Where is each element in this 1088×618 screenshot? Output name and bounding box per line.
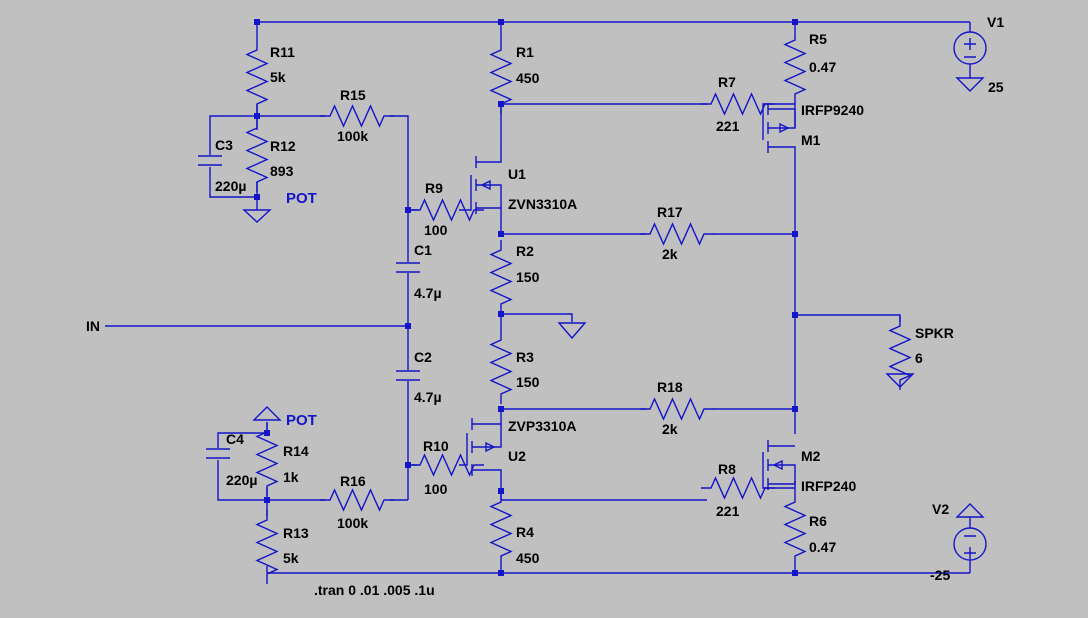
- r9-value: 100: [424, 222, 448, 238]
- c3-value: 220µ: [215, 178, 246, 194]
- resistor-r11: [246, 39, 268, 115]
- r11-value: 5k: [270, 69, 286, 85]
- capacitor-c1: [396, 262, 420, 273]
- c2-name: C2: [414, 349, 432, 365]
- m2-name: M2: [801, 448, 821, 464]
- speaker-load: [889, 315, 911, 391]
- ground-symbol: [557, 322, 587, 340]
- r16-name: R16: [340, 473, 366, 489]
- mosfet-m1: [762, 103, 796, 153]
- r14-name: R14: [283, 443, 309, 459]
- r16-value: 100k: [337, 515, 368, 531]
- resistor-r18: [639, 398, 715, 420]
- m1-value: IRFP9240: [801, 102, 864, 118]
- r13-name: R13: [283, 525, 309, 541]
- r7-name: R7: [718, 74, 736, 90]
- v1-name: V1: [987, 14, 1004, 30]
- mosfet-u1: [459, 150, 502, 222]
- r15-value: 100k: [337, 128, 368, 144]
- r1-name: R1: [516, 44, 534, 60]
- r5-value: 0.47: [809, 59, 836, 75]
- spice-directive: .tran 0 .01 .005 .1u: [314, 582, 435, 598]
- r2-name: R2: [516, 243, 534, 259]
- u1-name: U1: [508, 166, 526, 182]
- u2-name: U2: [508, 448, 526, 464]
- r5-name: R5: [809, 31, 827, 47]
- resistor-r2: [490, 239, 512, 315]
- c4-value: 220µ: [226, 472, 257, 488]
- spkr-name: SPKR: [915, 325, 954, 341]
- c1-value: 4.7µ: [414, 285, 442, 301]
- r18-value: 2k: [662, 421, 678, 437]
- capacitor-c3: [198, 155, 222, 166]
- r3-value: 150: [516, 374, 540, 390]
- c1-name: C1: [414, 242, 432, 258]
- r4-name: R4: [516, 524, 534, 540]
- r17-name: R17: [657, 204, 683, 220]
- r12-value: 893: [270, 163, 294, 179]
- r15-name: R15: [340, 87, 366, 103]
- r7-value: 221: [716, 118, 740, 134]
- r3-name: R3: [516, 349, 534, 365]
- v2-value: -25: [930, 567, 950, 583]
- resistor-r17: [639, 223, 715, 245]
- r12-name: R12: [270, 138, 296, 154]
- capacitor-c2: [396, 370, 420, 381]
- r9-name: R9: [425, 180, 443, 196]
- c3-name: C3: [215, 137, 233, 153]
- resistor-r5: [784, 29, 806, 105]
- r13-value: 5k: [283, 550, 299, 566]
- resistor-r15: [319, 105, 395, 127]
- pot-net-label-top: POT: [286, 190, 317, 207]
- m2-value: IRFP240: [801, 478, 856, 494]
- v1-value: 25: [988, 79, 1004, 95]
- resistor-r4: [490, 491, 512, 567]
- r1-value: 450: [516, 70, 540, 86]
- c4-name: C4: [226, 431, 244, 447]
- r10-value: 100: [424, 481, 448, 497]
- mosfet-u2: [459, 418, 502, 480]
- r10-name: R10: [423, 438, 449, 454]
- r17-value: 2k: [662, 246, 678, 262]
- r11-name: R11: [270, 44, 295, 60]
- r4-value: 450: [516, 550, 540, 566]
- m1-name: M1: [801, 132, 821, 148]
- junction-dots: [254, 19, 798, 576]
- r18-name: R18: [657, 379, 683, 395]
- voltage-source-v2: [953, 503, 987, 566]
- component-labels: R11 5k R12 893 R15 100k C3 220µ R9 100 C…: [86, 14, 1004, 598]
- r6-name: R6: [809, 513, 827, 529]
- c2-value: 4.7µ: [414, 389, 442, 405]
- capacitor-c4: [206, 448, 230, 459]
- mosfet-m2: [762, 440, 796, 490]
- resistor-r6: [784, 491, 806, 567]
- r14-value: 1k: [283, 469, 299, 485]
- v2-name: V2: [932, 501, 949, 517]
- u2-value: ZVP3310A: [508, 418, 576, 434]
- resistor-r10: [409, 454, 485, 476]
- r2-value: 150: [516, 269, 540, 285]
- r8-value: 221: [716, 503, 740, 519]
- input-net-label: IN: [86, 318, 100, 334]
- resistor-r9: [409, 199, 485, 221]
- r8-name: R8: [718, 461, 736, 477]
- r6-value: 0.47: [809, 539, 836, 555]
- resistor-r16: [319, 489, 395, 511]
- spkr-value: 6: [915, 350, 923, 366]
- pot-flag-symbol: [252, 406, 282, 421]
- ground-symbol: [885, 373, 915, 388]
- ground-symbol: [242, 209, 272, 223]
- resistor-r3: [490, 329, 512, 405]
- u1-value: ZVN3310A: [508, 196, 577, 212]
- pot-net-label-bottom: POT: [286, 412, 317, 429]
- voltage-source-v1: [953, 31, 987, 92]
